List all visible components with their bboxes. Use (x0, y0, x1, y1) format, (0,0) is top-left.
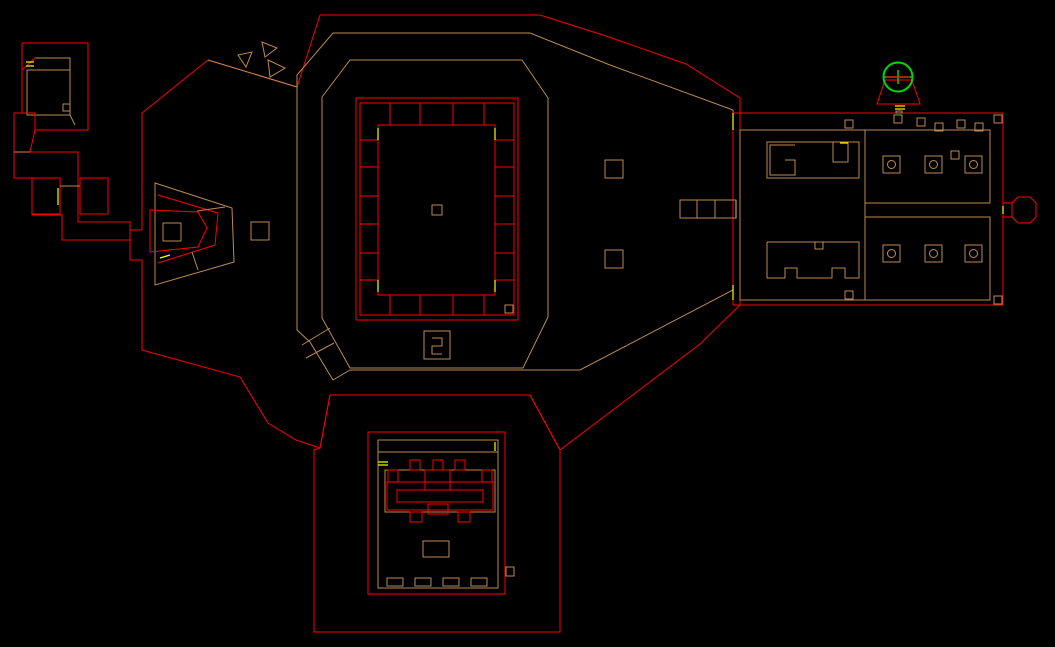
player-arrow-icon (882, 61, 914, 93)
south-building (313, 394, 561, 633)
far-west-corridor (13, 42, 131, 241)
east-compound (679, 79, 1037, 306)
central-arena (296, 32, 734, 381)
west-wing (129, 14, 741, 451)
